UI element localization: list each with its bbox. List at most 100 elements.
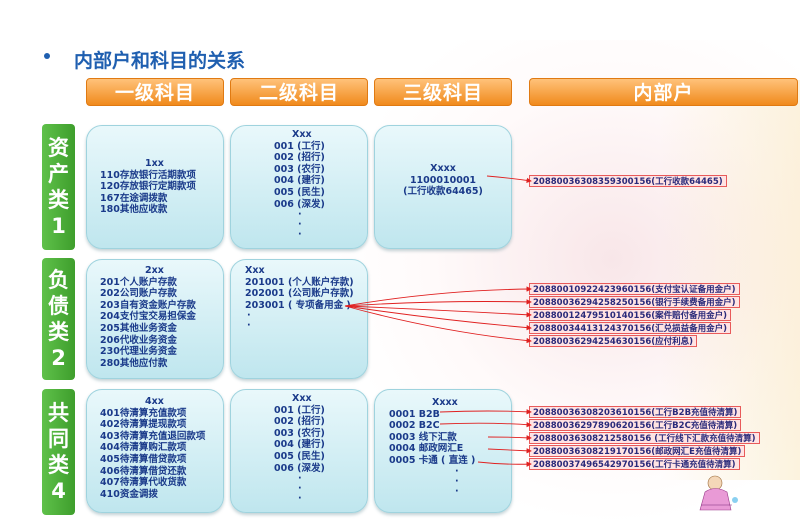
list-item: 205其他业务资金 [100, 322, 177, 334]
row-label-char: 类 [48, 188, 69, 212]
list-item: 004 (建行) [274, 175, 325, 187]
list-item: 401待清算充值款项 [100, 407, 187, 419]
list-item: 120存放银行定期款项 [100, 181, 196, 193]
list-item: 403待清算充值退回款项 [100, 430, 206, 442]
asset-level3-header: Xxxx [430, 163, 456, 174]
list-item: 402待清算提现款项 [100, 419, 187, 431]
list-item: 410资金调拨 [100, 488, 158, 500]
list-item: 006 (深发) [274, 198, 325, 210]
list-item: 003 (农行) [274, 427, 325, 439]
list-item: 110存放银行活期款项 [100, 169, 196, 181]
list-item: 204支付宝交易担保金 [100, 311, 196, 323]
arrow-liability-4 [344, 305, 532, 331]
list-item: 006 (深发) [274, 462, 325, 474]
list-item: 002 (招行) [274, 152, 325, 164]
common-account-tag: 20880037496542970156(工行卡通充值待清算) [529, 458, 740, 470]
list-item: 002 (招行) [274, 416, 325, 428]
asset-level3-list: 1100010001(工行收款64465) [375, 175, 511, 198]
list-item: 206代收业务资金 [100, 334, 177, 346]
ellipsis-dots: ··· [298, 473, 302, 505]
list-item: 001 (工行) [274, 140, 325, 152]
liability-account-tag: 20880036294258250156(银行手续费备用金户) [529, 296, 740, 308]
common-level1-header: 4xx [145, 396, 164, 407]
list-item: 407待清算代收货款 [100, 477, 187, 489]
list-item: 005 (民生) [274, 450, 325, 462]
row-label-char: 类 [48, 320, 69, 344]
liability-account-tag: 20880036294254630156(应付利息) [529, 335, 698, 347]
list-item: 230代理业务资金 [100, 346, 177, 358]
asset-level1-header: 1xx [145, 158, 164, 169]
title-bullet [44, 53, 50, 59]
list-item: 0005 卡通 ( 直连 ) [389, 454, 476, 466]
arrow-liability-2 [344, 299, 532, 307]
arrow-asset [486, 175, 532, 184]
list-item: 001 (工行) [274, 404, 325, 416]
list-item: 202001 (公司账户存款) [245, 288, 354, 300]
ellipsis-dots: ·· [247, 310, 251, 332]
ellipsis-dots: ··· [298, 209, 302, 241]
row-label-char: 类 [48, 453, 69, 477]
row-label-char: 负 [48, 268, 69, 292]
list-item: 0003 线下汇款 [389, 431, 457, 443]
liability-level1-header: 2xx [145, 265, 164, 276]
cartoon-figure-icon [699, 475, 738, 511]
liability-account-tag: 20880012479510140156(案件赔付备用金户) [529, 309, 732, 321]
list-item: 005 (民生) [274, 186, 325, 198]
row-label-char: 1 [51, 214, 66, 238]
list-item: 280其他应付款 [100, 357, 168, 369]
common-level3-header: Xxxx [432, 397, 458, 408]
header-level2: 二级科目 [230, 78, 368, 106]
arrow-common-5 [477, 461, 532, 467]
arrow-common-3 [487, 435, 532, 441]
common-account-tag: 20880036308212580156 (工行线下汇款充值待清算) [529, 432, 760, 444]
asset-level2-box: Xxx 001 (工行)002 (招行)003 (农行)004 (建行)005 … [230, 125, 368, 249]
list-item: 003 (农行) [274, 163, 325, 175]
header-internal-account: 内部户 [529, 78, 798, 106]
page-title: 内部户和科目的关系 [74, 50, 246, 72]
header-level3: 三级科目 [374, 78, 512, 106]
list-item: 0002 B2C [389, 420, 440, 432]
list-item: 1100010001 [409, 174, 477, 186]
list-item: 203自有资金账户存款 [100, 299, 196, 311]
arrow-common-2 [439, 421, 532, 428]
row-label-char: 共 [48, 401, 69, 425]
arrow-liability-1 [344, 286, 532, 307]
list-item: 405待清算借贷款项 [100, 453, 187, 465]
arrow-common-4 [487, 448, 532, 454]
list-item: 203001 ( 专项备用金 ) [245, 299, 351, 311]
row-label-char: 产 [48, 162, 69, 186]
list-item: 201001 (个人账户存款) [245, 276, 354, 288]
liability-account-tag: 20880010922423960156(支付宝认证备用金户) [529, 283, 740, 295]
liability-level2-box: Xxx 201001 (个人账户存款)202001 (公司账户存款)203001… [230, 259, 368, 379]
arrow-liability-5 [344, 305, 532, 344]
list-item: 404待清算购汇款项 [100, 442, 187, 454]
list-item: 406待清算借贷还款 [100, 465, 187, 477]
list-item: 0001 B2B [389, 408, 440, 420]
arrow-common-1 [439, 409, 532, 415]
common-level2-header: Xxx [292, 393, 312, 404]
list-item: 201个人账户存款 [100, 276, 177, 288]
list-item: 180其他应收款 [100, 204, 168, 216]
arrow-liability-3 [344, 305, 532, 318]
row-label-char: 2 [51, 346, 66, 370]
list-item: 0004 邮政网汇E [389, 443, 464, 455]
row-label-char: 4 [51, 479, 66, 503]
list-item: (工行收款64465) [403, 186, 483, 198]
liability-account-tag: 20880034413124370156(汇兑损益备用金户) [529, 322, 732, 334]
row-label-char: 同 [48, 427, 69, 451]
list-item: 167在途调拨款 [100, 192, 168, 204]
liability-level2-list: 201001 (个人账户存款)202001 (公司账户存款)203001 ( 专… [245, 277, 367, 312]
asset-level3-box: Xxxx 1100010001(工行收款64465) [374, 125, 512, 249]
row-label-char: 债 [48, 294, 69, 318]
liability-level2-header: Xxx [245, 265, 265, 276]
